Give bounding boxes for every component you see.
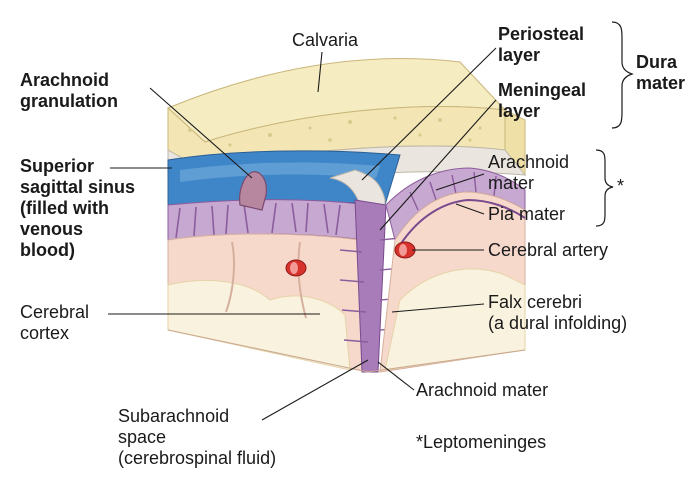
sinus-highlight [180,162,380,182]
leader-lines [108,47,497,421]
leader-arachnoid-granulation [149,87,253,179]
arachnoid-granulation-shape [239,171,267,211]
leader-subarachnoid-space [261,359,369,421]
label-subarachnoid-line2: space [118,427,167,447]
block-bottom-edge [167,329,526,373]
label-asterisk: * [617,176,625,196]
label-dura-line1: Dura [636,52,678,72]
label-falx-line1: Falx cerebri [488,292,583,312]
label-sss-line1: Superior [20,156,95,176]
cerebral-artery-right [394,241,416,259]
label-sss-line2: sagittal sinus [20,177,136,197]
label-subarachnoid-space: Subarachnoid space (cerebrospinal fluid) [118,406,276,469]
leader-pia-mater [455,203,485,215]
cerebral-artery-left [285,259,307,277]
arachnoid-along-falx [354,199,387,373]
leader-falx-cerebri [391,303,485,313]
label-pia-mater: Pia mater [488,204,566,224]
label-cerebral-cortex-line1: Cerebral [20,302,90,322]
label-leptomeninges-note: *Leptomeninges [416,432,547,452]
label-falx-line2: (a dural infolding) [488,313,628,333]
label-periosteal-line2: layer [498,45,541,65]
label-arachnoid-granulation: Arachnoid granulation [20,70,118,112]
label-dura-line2: mater [636,73,686,93]
sulcus-left [225,241,235,313]
label-arachnoid-top-line2: mater [488,173,535,193]
white-matter-left [167,279,351,371]
label-arachnoid-granulation-line1: Arachnoid [20,70,110,90]
label-arachnoid-top-line1: Arachnoid [488,152,570,172]
label-superior-sagittal-sinus: Superior sagittal sinus (filled with ven… [20,156,135,261]
label-arachnoid-mater-bottom: Arachnoid mater [416,380,549,400]
calvaria-texture-dots [188,116,482,157]
label-meningeal-line1: Meningeal [498,80,587,100]
arachnoid-trabeculae [175,202,341,239]
label-subarachnoid-line3: (cerebrospinal fluid) [118,448,277,468]
label-falx-cerebri: Falx cerebri (a dural infolding) [488,292,627,334]
leader-arachnoid-top [435,173,485,191]
dura-bracket [611,21,634,129]
leader-meningeal [379,99,497,231]
label-periosteal-line1: Periosteal [498,24,585,44]
label-subarachnoid-line1: Subarachnoid [118,406,230,426]
leader-periosteal [361,47,497,181]
pia-mater-curve [399,198,526,246]
label-arachnoid-granulation-line2: granulation [20,91,118,111]
label-meningeal-layer: Meningeal layer [498,80,586,122]
label-sss-line4: venous [20,219,84,239]
label-cerebral-cortex-line2: cortex [20,323,70,343]
label-arachnoid-mater-top: Arachnoid mater [488,152,569,194]
white-matter-right [384,268,526,371]
sulcus-left-2 [297,241,307,319]
leader-calvaria [317,51,323,93]
label-calvaria: Calvaria [292,30,359,50]
label-cerebral-artery: Cerebral artery [488,240,609,260]
leader-arachnoid-bottom [377,361,415,391]
label-sss-line3: (filled with [20,198,109,218]
leptomeninges-bracket [595,149,614,227]
label-sss-line5: blood) [20,240,75,260]
label-dura-mater: Dura mater [636,52,685,94]
label-meningeal-line2: layer [498,101,541,121]
label-cerebral-cortex: Cerebral cortex [20,302,89,344]
label-periosteal-layer: Periosteal layer [498,24,584,66]
